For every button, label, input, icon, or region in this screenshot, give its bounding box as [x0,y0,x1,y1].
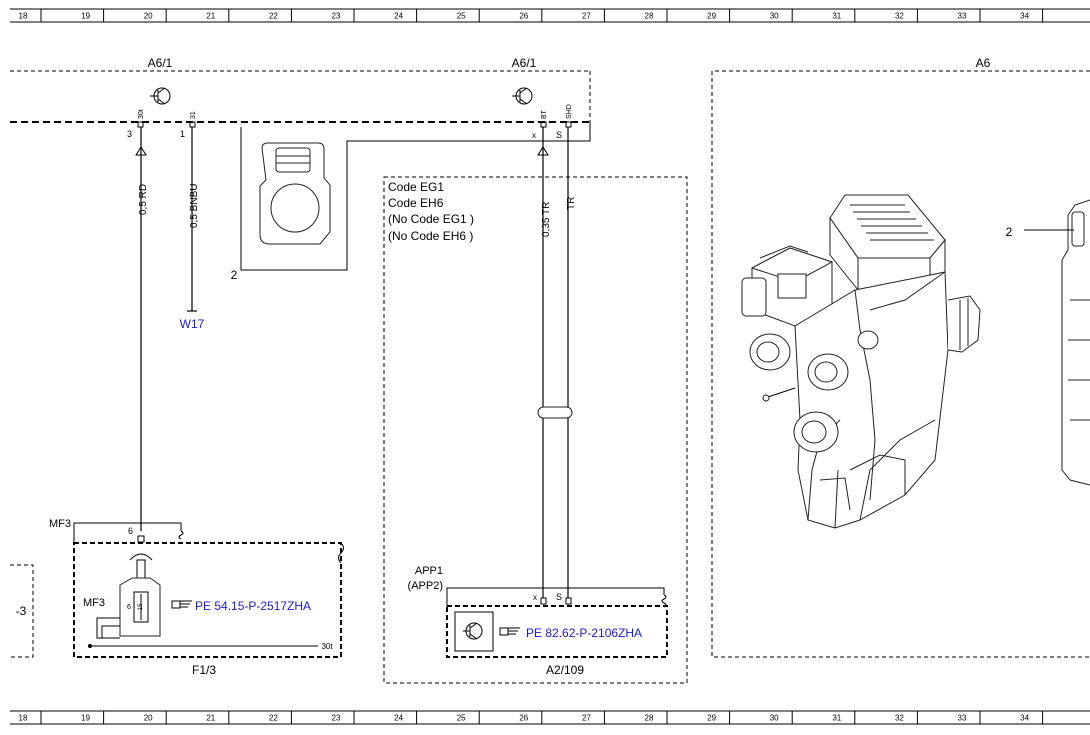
f1-3-label: F1/3 [192,663,216,677]
transistor-icon [150,87,171,105]
mf3-top-label: MF3 [49,518,71,530]
grid-column-label: 26 [519,714,528,723]
grid-column-label: 23 [332,12,341,21]
pin-1: 1 [180,129,185,139]
pin-x: x [532,131,536,140]
twisted-pair-sleeve [537,406,573,419]
wire-bnbu: 0,5 BNBU W17 [180,127,205,331]
grid-column-label: 30 [770,12,779,21]
grid-column-label: 29 [707,12,716,21]
code-eg1: Code EG1 [388,180,444,194]
grid-column-label: 22 [269,714,278,723]
a6-1-right-label: A6/1 [512,56,537,70]
code-box: Code EG1 Code EH6 (No Code EG1 ) (No Cod… [383,176,688,684]
grid-column-label: 18 [19,12,28,21]
no-code-eh6: (No Code EH6 ) [388,229,473,243]
pointing-hand-icon [171,600,192,609]
wire-tr-pair: 0,35 TR TR [537,127,577,598]
fuse-num: 6 [127,604,131,611]
grid-column-label: 28 [645,714,654,723]
grid-column-label: 24 [394,12,403,21]
connector-housing: 2 [231,122,591,282]
w17-link[interactable]: W17 [180,317,205,331]
grid-column-label: 24 [394,714,403,723]
wire-label-tr1: 0,35 TR [541,202,552,237]
grid-column-label: 25 [457,714,466,723]
connector-2-label: 2 [231,268,238,282]
grid-column-label: 19 [81,714,90,723]
grid-column-label: 27 [582,714,591,723]
app2-label: (APP2) [408,580,443,592]
mf3-inner-label: MF3 [83,597,105,609]
grid-column-label: 20 [144,714,153,723]
code-eh6: Code EH6 [388,196,444,210]
pin-30t: 30t [138,109,145,119]
app-pin-s: S [556,592,562,602]
a6-item-2-label: 2 [1006,225,1013,239]
a2-109-label: A2/109 [546,663,584,677]
grid-column-label: 22 [269,12,278,21]
no-code-eg1: (No Code EG1 ) [388,212,474,226]
a2-ref-link[interactable]: PE 82.62-P-2106ZHA [526,626,642,640]
grid-column-label: 33 [958,12,967,21]
grid-column-label: 27 [582,12,591,21]
grid-strip-top: 18 19 20 21 22 23 24 25 26 27 28 29 30 31 32 33 34 [10,8,1090,23]
grid-column-label: 20 [144,12,153,21]
pin-s: S [556,130,562,140]
pin-31: 31 [190,111,197,119]
a2-109-module: APP1 (APP2) x S PE 82.62-P-2106ZHA A2/10… [408,565,668,677]
grid-column-label: 26 [519,12,528,21]
wire-label-tr2: TR [566,197,577,210]
grid-column-label: 29 [707,714,716,723]
grid-column-label: 28 [645,12,654,21]
left-partial-label: -3 [16,604,27,618]
transistor-icon [463,622,483,640]
a6-1-right-module: A6/1 BT SHD x S [512,56,591,140]
grid-column-label: 21 [206,714,215,723]
f1-3-module: MF3 6 6 15 MF3 30t PE 54.15-P-2517ZHA F1… [49,518,344,677]
wire-rd: 0,5 RD [135,127,149,531]
app-pin-x: x [533,593,537,602]
a6-label: A6 [976,56,991,70]
a6-module: A6 2 [711,56,1090,658]
grid-column-label: 25 [457,12,466,21]
grid-column-label: 23 [332,714,341,723]
grid-column-label: 32 [895,714,904,723]
transistor-icon [512,87,533,105]
fuse-ref-link[interactable]: PE 54.15-P-2517ZHA [195,599,311,613]
grid-strip-bottom: 18 19 20 21 22 23 24 25 26 27 28 29 30 31 32 33 34 [10,710,1090,725]
a6-1-left-module: A6/1 30t 31 3 1 [10,56,590,139]
left-partial-component: -3 [10,564,34,658]
grid-column-label: 34 [1020,714,1029,723]
fuse-value: 15 [138,603,144,610]
a6-1-left-label: A6/1 [148,56,173,70]
pin-3: 3 [127,129,132,139]
pin-shd: SHD [566,104,573,119]
wire-label-bnbu: 0,5 BNBU [189,184,200,228]
pin-bt: BT [541,109,548,119]
pointing-hand-icon [499,627,520,636]
grid-column-label: 21 [206,12,215,21]
grid-column-label: 19 [81,12,90,21]
grid-column-label: 31 [832,714,841,723]
grid-column-label: 33 [958,714,967,723]
grid-column-label: 18 [19,714,28,723]
control-module-illustration [741,194,981,529]
grid-column-label: 30 [770,714,779,723]
wire-label-rd: 0,5 RD [138,184,149,215]
grid-column-label: 34 [1020,12,1029,21]
grid-column-label: 32 [895,12,904,21]
mf3-pin-6: 6 [128,526,133,536]
app1-label: APP1 [415,565,443,577]
f13-30t-pin: 30t [321,642,333,651]
grid-column-label: 31 [832,12,841,21]
